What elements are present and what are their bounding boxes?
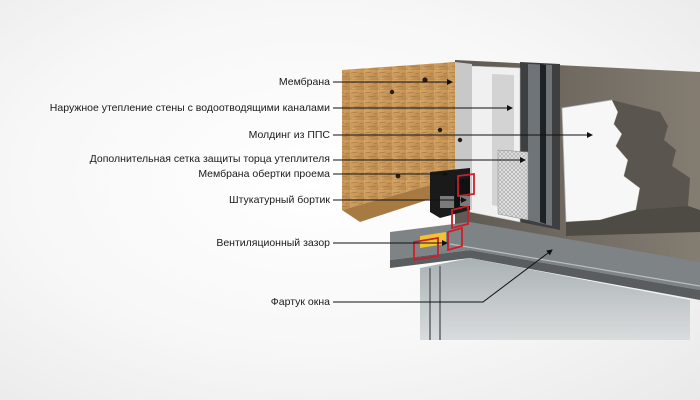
label-vent-gap: Вентиляционный зазор xyxy=(216,237,330,249)
label-membrane: Мембрана xyxy=(278,76,330,88)
label-window-apron: Фартук окна xyxy=(270,296,330,308)
label-opening-membrane: Мембрана обертки проема xyxy=(198,168,330,180)
label-outer-insulation: Наружное утепление стены с водоотводящим… xyxy=(49,102,330,114)
label-eps-molding: Молдинг из ППС xyxy=(248,129,330,141)
label-plaster-bead: Штукатурный бортик xyxy=(229,194,330,206)
label-edge-mesh: Дополнительная сетка защиты торца утепли… xyxy=(89,153,330,165)
